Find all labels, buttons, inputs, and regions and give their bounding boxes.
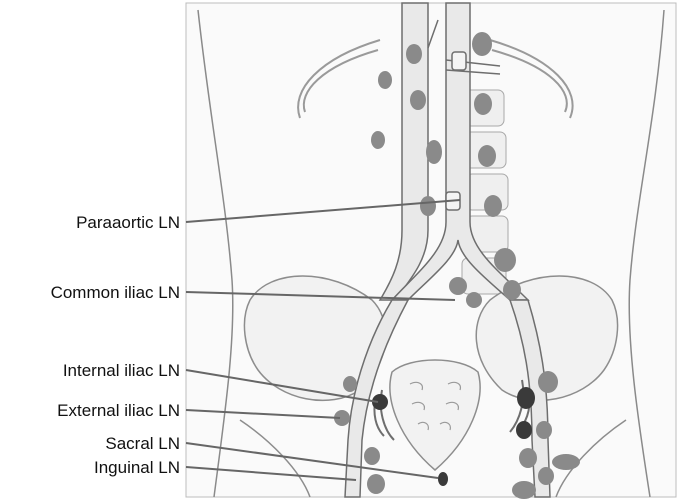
lymph-node <box>378 71 392 89</box>
lymph-node <box>343 376 357 392</box>
label-inguinal-ln: Inguinal LN <box>94 458 180 477</box>
lymph-node <box>519 448 537 468</box>
lymph-node <box>484 195 502 217</box>
label-sacral-ln: Sacral LN <box>105 434 180 453</box>
label-common-iliac-ln: Common iliac LN <box>51 283 180 302</box>
lymph-node <box>367 474 385 494</box>
lymph-node <box>538 467 554 485</box>
lymph-node <box>420 196 436 216</box>
lymph-node <box>426 140 442 164</box>
lymph-node <box>512 481 536 499</box>
lymph-node <box>371 131 385 149</box>
lymph-node <box>466 292 482 308</box>
lymph-node <box>552 454 580 470</box>
lymph-node <box>438 472 448 486</box>
lymph-node <box>503 280 521 300</box>
lymph-node <box>536 421 552 439</box>
lymph-node <box>449 277 467 295</box>
lymph-node <box>406 44 422 64</box>
label-external-iliac-ln: External iliac LN <box>57 401 180 420</box>
lymph-node <box>494 248 516 272</box>
lymph-node <box>474 93 492 115</box>
lymph-node <box>410 90 426 110</box>
lymph-node <box>517 387 535 409</box>
lymph-node <box>538 371 558 393</box>
label-paraaortic-ln: Paraaortic LN <box>76 213 180 232</box>
label-internal-iliac-ln: Internal iliac LN <box>63 361 180 380</box>
lymph-node <box>478 145 496 167</box>
lymph-node <box>472 32 492 56</box>
lymph-node <box>516 421 532 439</box>
lymph-node <box>364 447 380 465</box>
